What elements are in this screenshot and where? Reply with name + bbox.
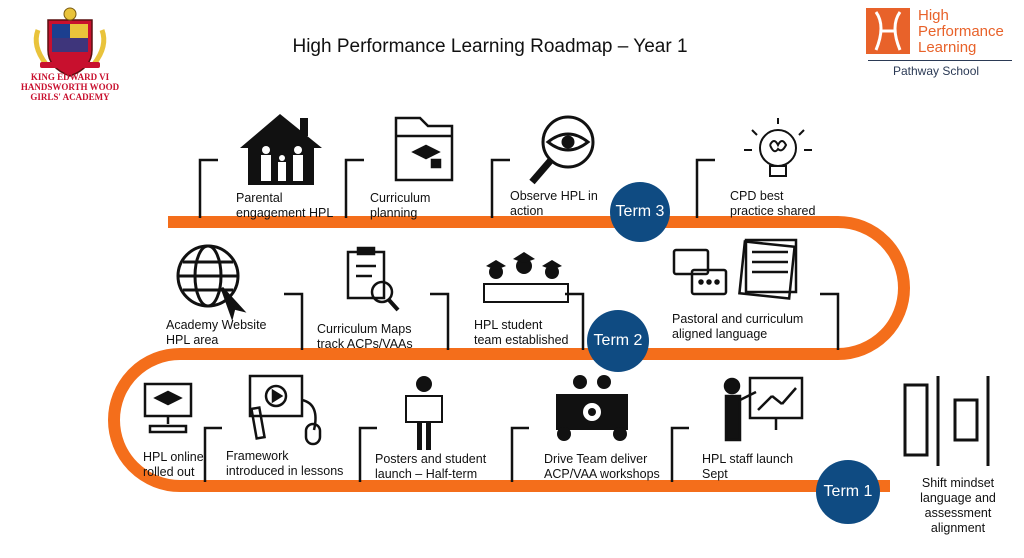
clipboard-search-icon <box>346 246 400 312</box>
road-path <box>108 216 910 492</box>
graduates-icon <box>483 252 569 303</box>
term-2-badge: Term 2 <box>587 310 649 372</box>
computer-icon <box>143 382 193 434</box>
term-3-badge: Term 3 <box>610 182 670 242</box>
hpl-logo-divider <box>868 60 1012 61</box>
family-home-icon <box>240 114 322 185</box>
brain-bulb-icon <box>744 118 812 177</box>
poster-person-icon <box>405 376 443 450</box>
chat-documents-icon <box>672 238 798 300</box>
video-lesson-icon <box>248 374 322 446</box>
hpl-logo-subtitle: Pathway School <box>893 64 980 78</box>
page-title: High Performance Learning Roadmap – Year… <box>292 36 688 57</box>
folder-icon <box>394 116 454 182</box>
start-marker <box>903 376 990 466</box>
flag-markers <box>198 158 840 482</box>
hpl-logo-text: High Performance Learning <box>918 7 1004 56</box>
school-name: KING EDWARD VI HANDSWORTH WOOD GIRLS' AC… <box>20 72 120 102</box>
eye-magnifier-icon <box>529 115 595 185</box>
globe-icon <box>176 244 247 322</box>
presentation-icon <box>723 376 804 442</box>
term-1-badge: Term 1 <box>816 460 880 524</box>
team-meeting-icon <box>556 375 628 441</box>
